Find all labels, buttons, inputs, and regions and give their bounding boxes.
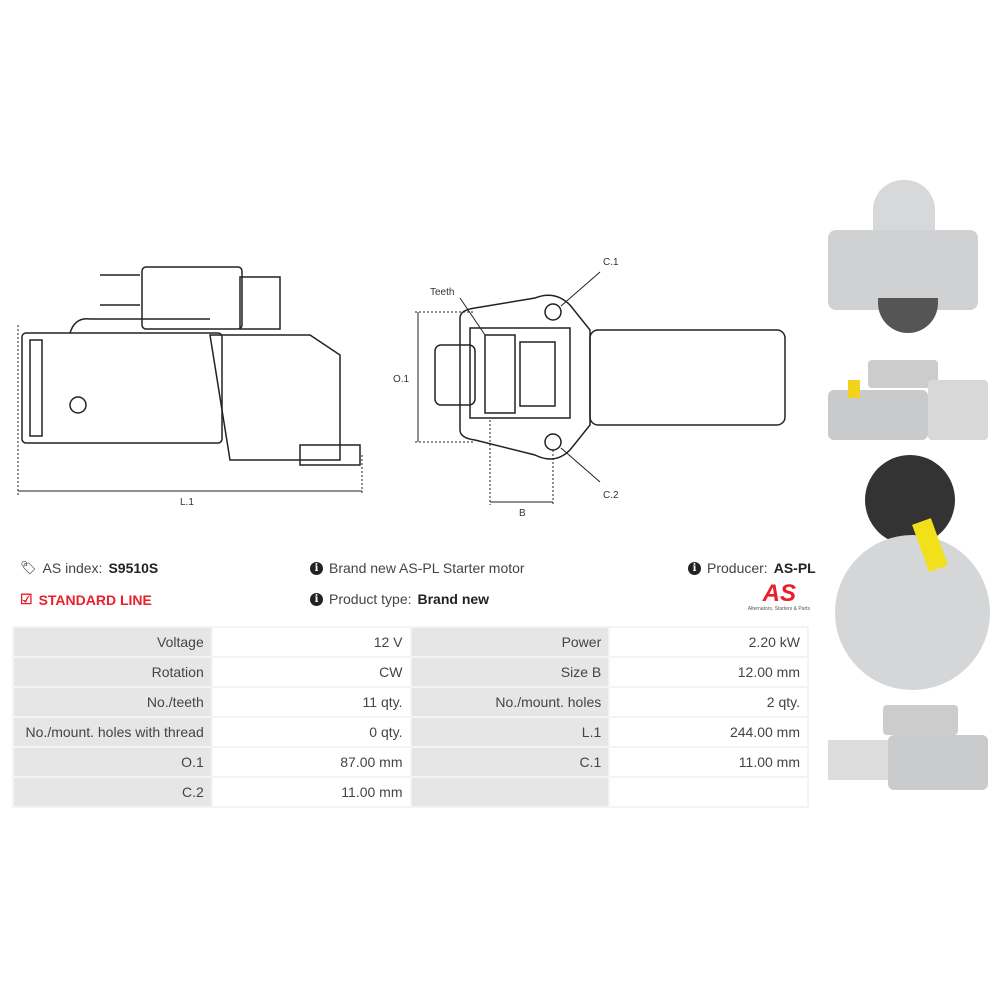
front-view-drawing: O.1 Teeth C.1 C.2 B	[393, 257, 786, 519]
checkbox-icon: ☑	[20, 591, 33, 607]
c2-label: C.2	[603, 490, 619, 501]
as-index-label: AS index:	[42, 560, 103, 576]
product-photo-top[interactable]	[828, 180, 978, 335]
producer: i Producer: AS-PL	[688, 560, 816, 576]
spec-value: 2 qty.	[608, 686, 809, 718]
spec-label: No./teeth	[12, 686, 213, 718]
producer-value: AS-PL	[773, 560, 816, 576]
spec-label: No./mount. holes with thread	[12, 716, 213, 748]
spec-value: 87.00 mm	[210, 746, 412, 778]
as-index: 🏷 AS index: S9510S	[20, 560, 158, 576]
o1-label: O.1	[393, 374, 410, 385]
spec-value: 11.00 mm	[210, 776, 412, 808]
logo-tagline: Alternators, Starters & Parts	[747, 606, 810, 612]
producer-label: Producer:	[707, 560, 768, 576]
spec-value: 2.20 kW	[608, 626, 809, 658]
info-icon: i	[688, 561, 701, 575]
spec-label: Rotation	[12, 656, 213, 688]
product-type: i Product type: Brand new	[310, 591, 489, 607]
l1-label: L.1	[180, 497, 194, 508]
spec-value: 0 qty.	[210, 716, 412, 748]
spec-value: 11.00 mm	[608, 746, 809, 778]
spec-label: O.1	[12, 746, 213, 778]
tag-icon: 🏷	[20, 560, 37, 575]
spec-value: 12.00 mm	[608, 656, 809, 688]
spec-value	[608, 776, 809, 808]
spec-value: 244.00 mm	[608, 716, 809, 748]
description: i Brand new AS-PL Starter motor	[310, 560, 525, 576]
product-photo-angle[interactable]	[828, 700, 993, 795]
spec-label: Size B	[409, 656, 611, 688]
spec-value: 11 qty.	[210, 686, 412, 718]
spec-label: L.1	[409, 716, 611, 748]
spec-label: C.2	[12, 776, 213, 808]
spec-value: CW	[210, 656, 412, 688]
spec-value: 12 V	[210, 626, 412, 658]
standard-line-label: STANDARD LINE	[38, 591, 152, 608]
logo-text: AS	[762, 580, 796, 607]
product-type-value: Brand new	[417, 591, 490, 607]
info-icon: i	[310, 592, 323, 606]
standard-line: ☑ STANDARD LINE	[20, 591, 152, 608]
product-type-label: Product type:	[329, 591, 412, 607]
spec-label: Voltage	[12, 626, 213, 658]
product-photo-rear[interactable]	[830, 455, 995, 695]
product-photo-side[interactable]	[828, 355, 998, 445]
spec-label	[409, 776, 611, 808]
side-view-drawing: L.1	[17, 266, 363, 508]
as-pl-logo: AS Alternators, Starters & Parts	[720, 582, 810, 616]
spec-label: C.1	[409, 746, 611, 778]
spec-label: No./mount. holes	[409, 686, 611, 718]
as-index-value: S9510S	[108, 560, 159, 576]
info-icon: i	[310, 561, 323, 575]
teeth-label: Teeth	[430, 287, 454, 298]
b-label: B	[519, 508, 526, 519]
description-text: Brand new AS-PL Starter motor	[329, 560, 525, 576]
spec-label: Power	[409, 626, 611, 658]
c1-label: C.1	[603, 257, 619, 268]
